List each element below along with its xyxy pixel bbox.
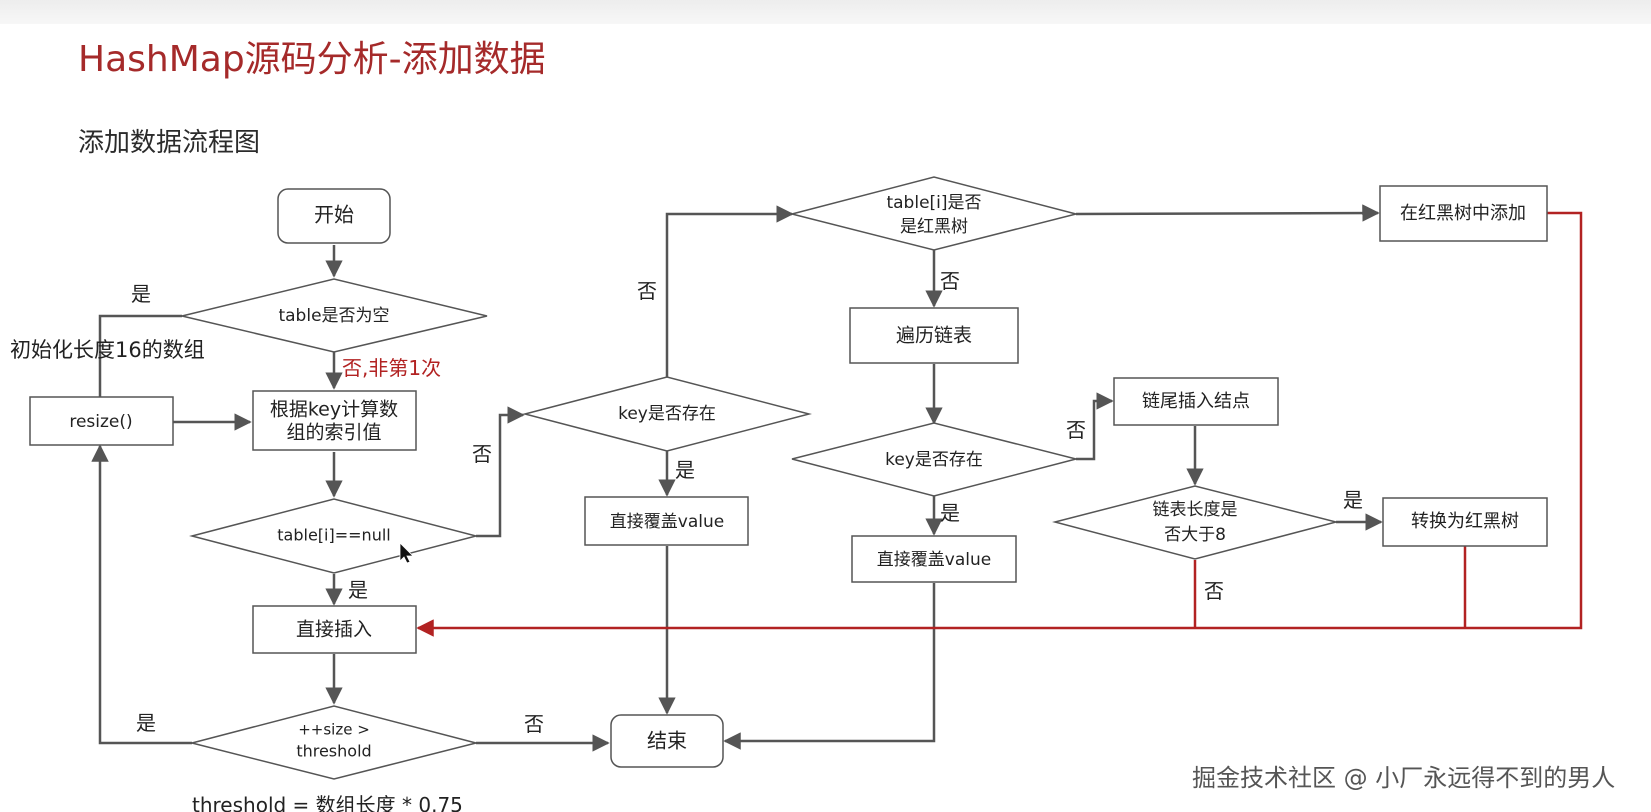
overwrite-1-label: 直接覆盖value	[610, 512, 724, 532]
direct-insert-box	[252, 605, 417, 654]
return-path	[416, 211, 1583, 637]
rbtree-add-label: 在红黑树中添加	[1400, 203, 1526, 224]
traverse-list-label: 遍历链表	[896, 325, 972, 347]
label-no-key-exists-1: 否	[637, 279, 657, 303]
edge-size-check-yes-to-resize	[91, 444, 192, 745]
to-rbtree-box	[1382, 497, 1548, 547]
start-node	[277, 188, 391, 244]
label-no-key-exists-2: 否	[1066, 418, 1086, 442]
edge-table-empty-yes-to-resize	[98, 314, 182, 397]
node-texts: 开始 table是否为空 resize() 根据key计算数 组的索引值 tab…	[69, 193, 1526, 761]
traverse-list-box	[849, 307, 1019, 364]
size-check-decision	[191, 705, 477, 780]
window-top-bar	[0, 0, 1651, 24]
label-yes-key-exists-2: 是	[940, 501, 960, 525]
resize-box	[29, 396, 174, 446]
watermark: 掘金技术社区 @ 小厂永远得不到的男人	[1192, 764, 1616, 792]
label-yes-table-empty: 是	[131, 282, 151, 306]
list-len-check-label-1: 链表长度是	[1153, 500, 1238, 520]
page-subtitle: 添加数据流程图	[78, 128, 261, 158]
mouse-cursor-icon	[399, 542, 414, 564]
size-check-label-2: threshold	[296, 742, 371, 761]
label-no-is-rbtree: 否	[940, 269, 960, 293]
key-exists-1-decision	[522, 376, 812, 452]
size-check-label-1: ++size >	[298, 721, 370, 739]
calc-index-box	[252, 390, 417, 451]
label-no-size-check: 否	[524, 712, 544, 736]
edge-key-exists-2-no-to-tail-insert	[1076, 392, 1114, 461]
init-array-label: 初始化长度16的数组	[10, 338, 205, 362]
threshold-note: threshold = 数组长度 * 0.75	[192, 793, 463, 812]
key-exists-2-label: key是否存在	[885, 450, 983, 470]
overwrite-1-box	[584, 496, 749, 546]
label-yes-key-exists-1: 是	[675, 458, 695, 482]
edge-key-exists-1-no-to-is-rbtree	[665, 205, 794, 377]
is-rbtree-decision	[791, 176, 1077, 251]
edge-labels: 初始化长度16的数组 threshold = 数组长度 * 0.75 是 否,非…	[10, 269, 1363, 812]
calc-index-label-2: 组的索引值	[286, 422, 381, 444]
label-yes-table-i-null: 是	[348, 578, 368, 602]
direct-insert-label: 直接插入	[296, 619, 372, 641]
edge-is-rbtree-to-rbtree-add	[1075, 204, 1380, 222]
connectors	[91, 204, 1383, 752]
label-not-first: 否,非第1次	[342, 356, 441, 380]
label-yes-list-len: 是	[1343, 488, 1363, 512]
list-len-check-label-2: 否大于8	[1164, 525, 1226, 545]
resize-label: resize()	[69, 412, 132, 432]
shapes	[29, 176, 1548, 780]
key-exists-2-decision	[791, 422, 1077, 497]
tail-insert-label: 链尾插入结点	[1142, 391, 1250, 412]
rbtree-add-box	[1379, 185, 1548, 242]
start-label: 开始	[314, 203, 354, 227]
label-no-list-len: 否	[1204, 579, 1224, 603]
calc-index-label-1: 根据key计算数	[270, 399, 398, 421]
tail-insert-box	[1113, 377, 1279, 426]
page-title: HashMap源码分析-添加数据	[78, 39, 546, 80]
label-yes-size-check: 是	[136, 711, 156, 735]
label-no-table-i-null: 否	[472, 442, 492, 466]
list-len-check-decision	[1052, 485, 1339, 560]
edge-table-i-null-no-to-key-exists-1	[476, 406, 525, 538]
overwrite-2-label: 直接覆盖value	[877, 550, 991, 570]
edge-rbtree-add-to-direct-insert	[416, 211, 1583, 637]
overwrite-2-box	[851, 535, 1017, 583]
end-label: 结束	[647, 729, 687, 753]
is-rbtree-label-2: 是红黑树	[900, 217, 968, 237]
table-empty-label: table是否为空	[278, 306, 389, 326]
end-node	[610, 714, 724, 768]
key-exists-1-label: key是否存在	[618, 404, 716, 424]
edge-overwrite-2-to-end	[723, 583, 936, 750]
table-i-null-label: table[i]==null	[277, 526, 390, 545]
is-rbtree-label-1: table[i]是否	[886, 193, 981, 213]
table-empty-decision	[181, 278, 488, 353]
to-rbtree-label: 转换为红黑树	[1411, 511, 1519, 532]
